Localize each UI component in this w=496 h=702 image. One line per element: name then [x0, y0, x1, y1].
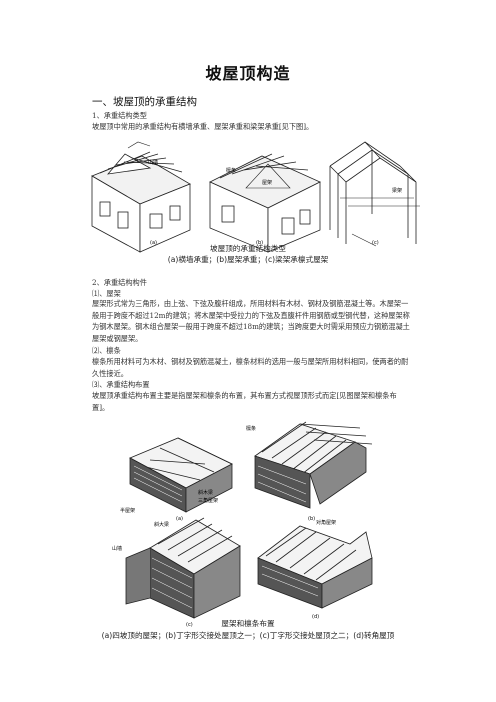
label-linjiao: 檩条	[246, 425, 256, 432]
figure1-subcaption: (a)横墙承重；(b)屋架承重；(c)梁架承檩式屋架	[167, 255, 329, 264]
figure-b-house	[209, 153, 321, 253]
intro-paragraph: 坡屋顶中常用的承重结构有横墙承重、屋架承重和梁架承重[见下图]。	[92, 122, 314, 131]
label-d: (d)	[312, 614, 319, 620]
figure1-caption: 坡屋顶的承重结构类型	[210, 244, 286, 253]
subheading-components: 2、承重结构构件	[92, 278, 147, 287]
label-wujia: 屋架	[262, 180, 272, 186]
label-shanqiang: 山墙	[148, 159, 158, 166]
label-a: (a)	[176, 516, 183, 522]
figure-c-frame	[329, 141, 420, 247]
label-liangjia: 梁架	[392, 187, 402, 194]
label-sanjiaowujia: 三角屋架	[198, 497, 218, 504]
page-title: 坡屋顶构造	[205, 64, 291, 83]
label-xiejiaoliang: 斜木梁	[198, 489, 213, 496]
section-heading: 一、坡屋顶的承重结构	[92, 96, 197, 108]
paragraph-truss: 屋架形式常为三角形，由上弦、下弦及腹杆组成，所用材料有木材、钢材及钢筋混凝土等。…	[92, 299, 410, 343]
paragraph-purlin: 檩条所用材料可为木材、钢材及钢筋混凝土，檩条材料的选用一般与屋架所用材料相同，使…	[92, 357, 409, 378]
label-b: (b)	[256, 240, 263, 246]
label-c: (c)	[186, 622, 193, 628]
figure-a-hip-roof	[129, 437, 233, 513]
label-a: (a)	[150, 240, 157, 246]
figure-c-t-roof	[125, 517, 241, 619]
figure-a-house	[91, 141, 191, 253]
paragraph-layout: 坡屋顶承重结构布置主要是指屋架和檩条的布置，其布置方式视屋顶形式而定[见图屋架和…	[92, 391, 397, 412]
figure2-caption: 屋架和檩条布置	[221, 619, 275, 628]
label-xiedaliang: 斜大梁	[154, 521, 169, 528]
figure-truss-purlin-layout: 斜木梁 三角屋架 半屋架 檩条 斜大梁 山墙 对角屋架 (a) (b) (c) …	[112, 421, 373, 628]
subheading-structure-types: 1、承重结构类型	[92, 111, 147, 120]
figure-roof-structure-types: 山墙 檩条 屋架 梁架 (a) (b) (c)	[91, 141, 420, 253]
figure2-subcaption: (a)四坡顶的屋架；(b)丁字形交接处屋顶之一；(c)丁字形交接处屋顶之二；(d…	[101, 631, 395, 640]
subheading-purlin: ⑵、檩条	[92, 346, 121, 355]
subheading-truss: ⑴、屋架	[92, 289, 121, 298]
label-c: (c)	[372, 240, 379, 246]
figure-d-corner-roof	[257, 525, 373, 609]
label-duijiaowujia: 对角屋架	[316, 519, 336, 526]
subheading-layout: ⑶、承重结构布置	[92, 380, 150, 389]
label-linjiao: 檩条	[226, 167, 236, 174]
label-banwujia: 半屋架	[120, 507, 135, 514]
figure-b-t-roof	[254, 421, 373, 509]
label-b: (b)	[308, 516, 315, 522]
label-shanqiang: 山墙	[112, 545, 122, 552]
